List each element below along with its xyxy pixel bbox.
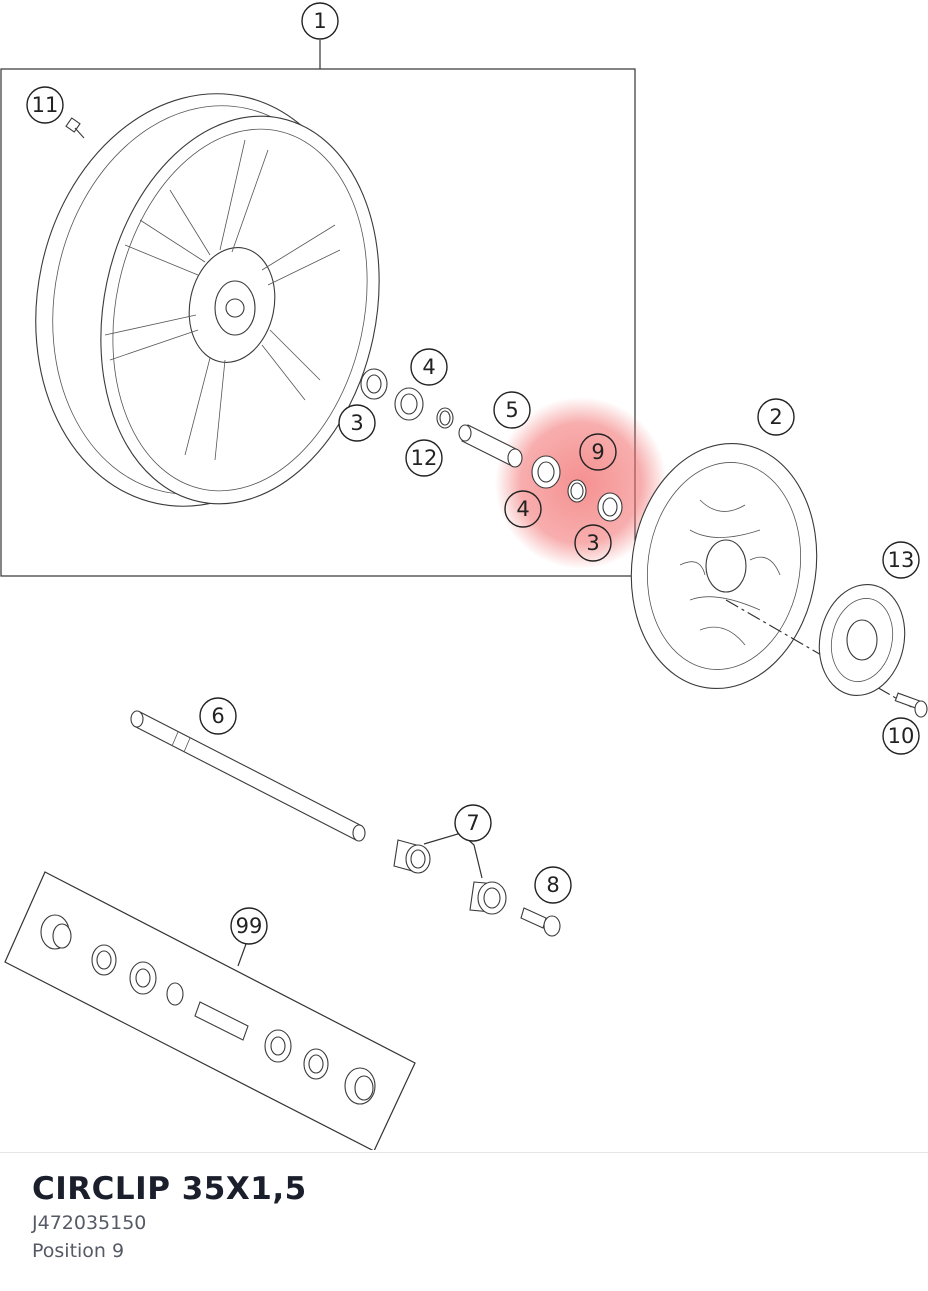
svg-text:4: 4 <box>422 355 435 379</box>
bearing-3-left <box>360 368 388 400</box>
part-number: J472035150 <box>32 1212 147 1234</box>
part-position: Position 9 <box>32 1240 125 1262</box>
callout-1[interactable]: 1 <box>301 2 339 40</box>
svg-text:10: 10 <box>888 724 915 748</box>
svg-text:2: 2 <box>769 405 782 429</box>
svg-text:4: 4 <box>516 497 529 521</box>
svg-text:9: 9 <box>591 440 604 464</box>
callout-3-right[interactable]: 3 <box>574 524 612 562</box>
svg-text:13: 13 <box>888 548 915 572</box>
part-name: CIRCLIP 35X1,5 <box>32 1171 307 1207</box>
axle-6 <box>130 710 366 842</box>
exploded-parts-diagram: 1 11 4 3 12 5 9 4 3 2 13 10 6 7 8 99 <box>0 2 928 1150</box>
bolt-10 <box>894 692 928 718</box>
spacer-7-bottom <box>469 881 507 915</box>
callout-12[interactable]: 12 <box>405 439 443 477</box>
bolt-8 <box>520 907 561 937</box>
svg-text:3: 3 <box>586 531 599 555</box>
svg-text:11: 11 <box>32 93 59 117</box>
callout-4-left[interactable]: 4 <box>410 348 448 386</box>
svg-text:8: 8 <box>546 873 559 897</box>
svg-text:7: 7 <box>466 811 479 835</box>
callout-2[interactable]: 2 <box>757 398 795 436</box>
callout-6[interactable]: 6 <box>199 697 237 735</box>
circlip-9 <box>567 479 587 503</box>
callout-13[interactable]: 13 <box>882 541 920 579</box>
callout-9[interactable]: 9 <box>579 433 617 471</box>
svg-text:99: 99 <box>236 914 263 938</box>
svg-text:3: 3 <box>350 411 363 435</box>
ring-12 <box>436 407 454 429</box>
kit-99-parts <box>40 914 376 1105</box>
callout-7[interactable]: 7 <box>454 804 492 842</box>
part-info-panel: CIRCLIP 35X1,5 J472035150 Position 9 <box>0 1152 928 1291</box>
callout-5[interactable]: 5 <box>493 391 531 429</box>
svg-text:6: 6 <box>211 704 224 728</box>
svg-text:5: 5 <box>505 398 518 422</box>
kit-99-frame <box>4 871 416 1150</box>
bearing-4-right <box>531 455 561 489</box>
brake-disc-2 <box>630 442 818 690</box>
callout-3-left[interactable]: 3 <box>338 404 376 442</box>
callout-99[interactable]: 99 <box>230 907 268 945</box>
wheel-assembly-frame <box>0 68 636 577</box>
callout-11[interactable]: 11 <box>26 86 64 124</box>
sensor-ring-13 <box>818 583 906 697</box>
seal-3-right <box>597 492 623 522</box>
wheel-rim <box>35 93 380 507</box>
valve-part-11 <box>65 117 85 139</box>
svg-text:1: 1 <box>313 9 326 33</box>
callout-8[interactable]: 8 <box>534 866 572 904</box>
spacer-7-top <box>393 839 431 874</box>
spacer-5 <box>458 424 523 468</box>
callout-4-right[interactable]: 4 <box>504 490 542 528</box>
svg-text:12: 12 <box>411 446 438 470</box>
callout-10[interactable]: 10 <box>882 717 920 755</box>
bearing-4-left <box>394 387 424 421</box>
